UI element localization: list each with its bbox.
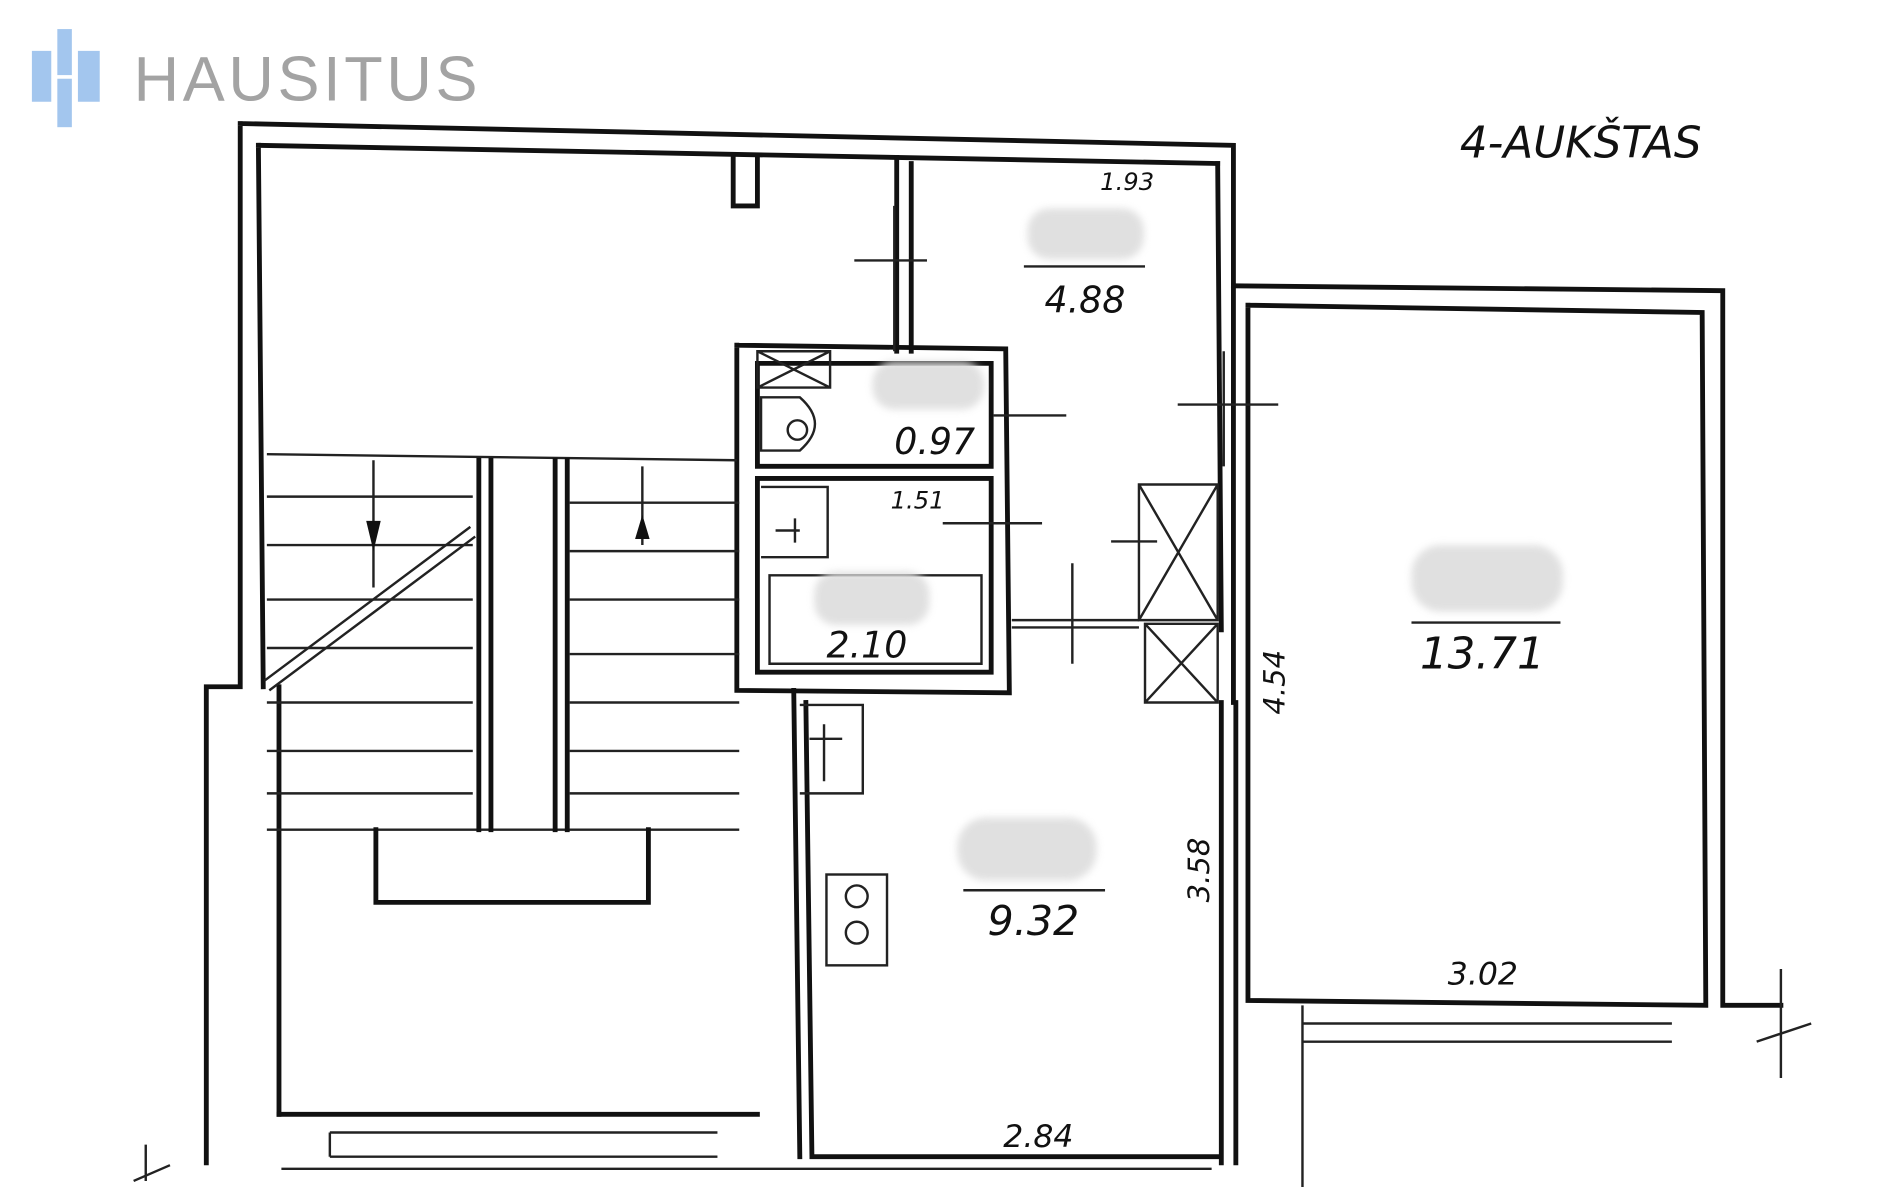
room-area-label: 13.71 — [1420, 630, 1545, 680]
hausitus-logo: HAUSITUS — [31, 29, 481, 128]
dimension-label: 1.51 — [891, 487, 945, 515]
room-area-label: 2.10 — [826, 624, 907, 667]
walls — [133, 121, 1812, 1187]
dimension-label: 2.84 — [1003, 1119, 1073, 1155]
room-area-label: 4.88 — [1044, 278, 1125, 321]
room-area-label: 9.32 — [988, 897, 1080, 945]
dimension-label: 4.54 — [1257, 650, 1291, 715]
dimension-label: 1.93 — [1100, 168, 1154, 196]
dimension-label: 3.58 — [1182, 838, 1216, 903]
logo-text: HAUSITUS — [134, 45, 481, 115]
dimension-label: 3.02 — [1448, 957, 1518, 993]
fixtures — [756, 205, 1279, 967]
room-area-label: 0.97 — [894, 420, 975, 463]
floor-title: 4-AUKŠTAS — [1460, 115, 1702, 168]
staircase — [263, 452, 740, 905]
